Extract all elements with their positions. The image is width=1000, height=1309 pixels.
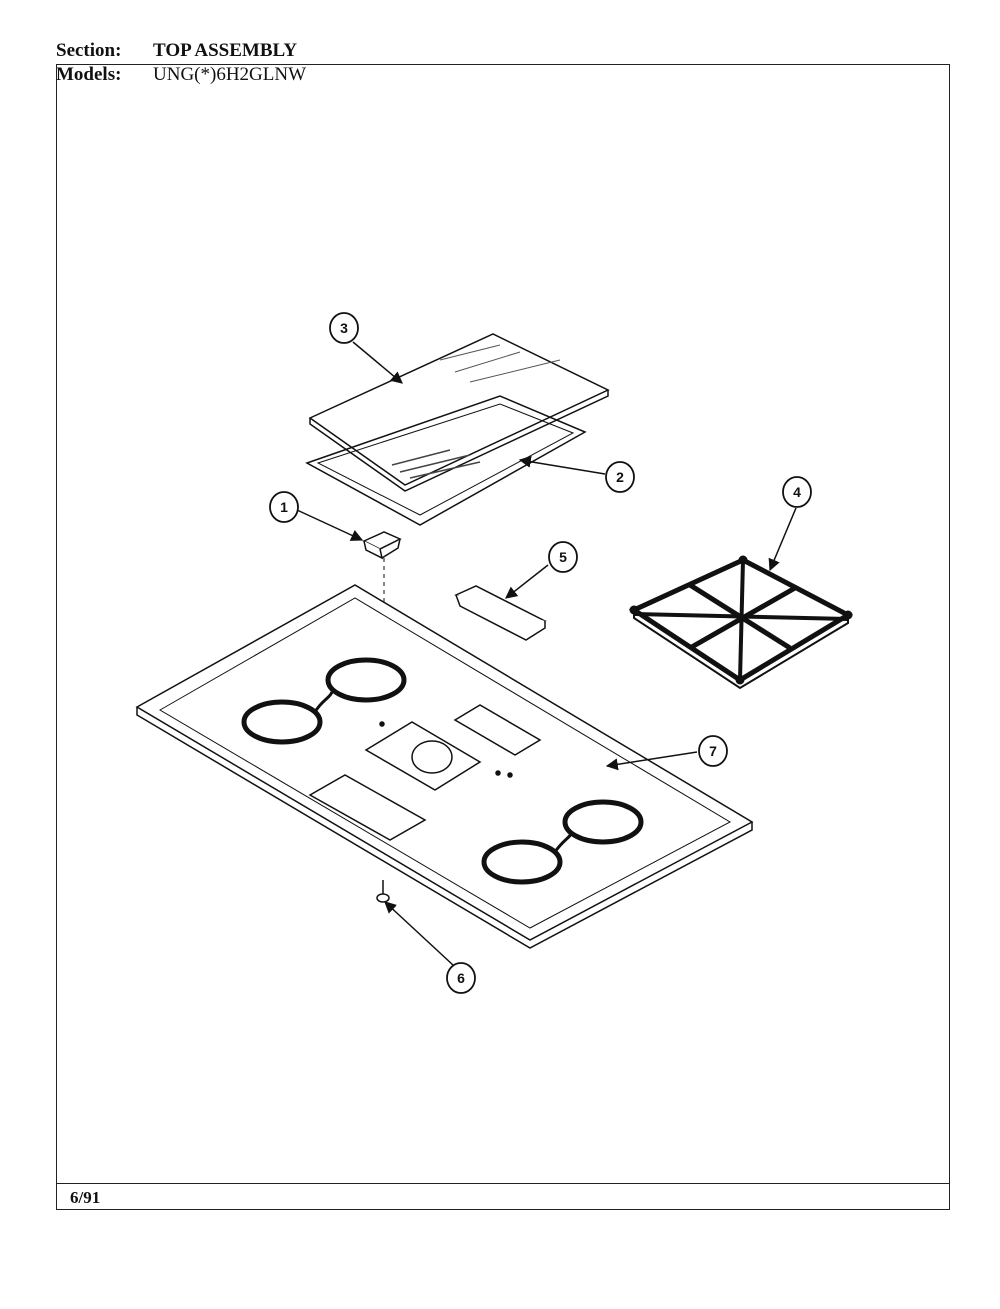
- callout-number: 2: [616, 469, 624, 485]
- footer-date: 6/91: [70, 1188, 101, 1207]
- section-label: Section:: [56, 40, 122, 61]
- callout-number: 7: [709, 743, 717, 759]
- models-value: UNG(*)6H2GLNW: [153, 64, 307, 85]
- part-2-glass-frame: [305, 395, 587, 526]
- section-title: TOP ASSEMBLY: [153, 40, 298, 61]
- callout-number: 3: [340, 320, 348, 336]
- part-4-burner-grate: [628, 555, 854, 690]
- part-7-cooktop-panel: [135, 584, 754, 949]
- callout-4: 4: [782, 476, 812, 508]
- footer-divider: [56, 1183, 950, 1184]
- callout-5: 5: [548, 541, 578, 573]
- part-5-bracket: [454, 585, 547, 641]
- callout-number: 6: [457, 970, 465, 986]
- callout-number: 1: [280, 499, 288, 515]
- callout-3: 3: [329, 312, 359, 344]
- part-1-clip: [362, 531, 402, 560]
- drawing-frame: [56, 64, 950, 1210]
- part-6-screw: [376, 880, 390, 903]
- callout-number: 5: [559, 549, 567, 565]
- callout-leaders: [296, 341, 797, 966]
- callout-number: 4: [793, 484, 801, 500]
- callout-bubbles: 1 2 3 4 5 6 7: [269, 312, 812, 994]
- callout-2: 2: [605, 461, 635, 493]
- callout-1: 1: [269, 491, 299, 523]
- models-label: Models:: [56, 64, 122, 85]
- callout-6: 6: [446, 962, 476, 994]
- callout-7: 7: [698, 735, 728, 767]
